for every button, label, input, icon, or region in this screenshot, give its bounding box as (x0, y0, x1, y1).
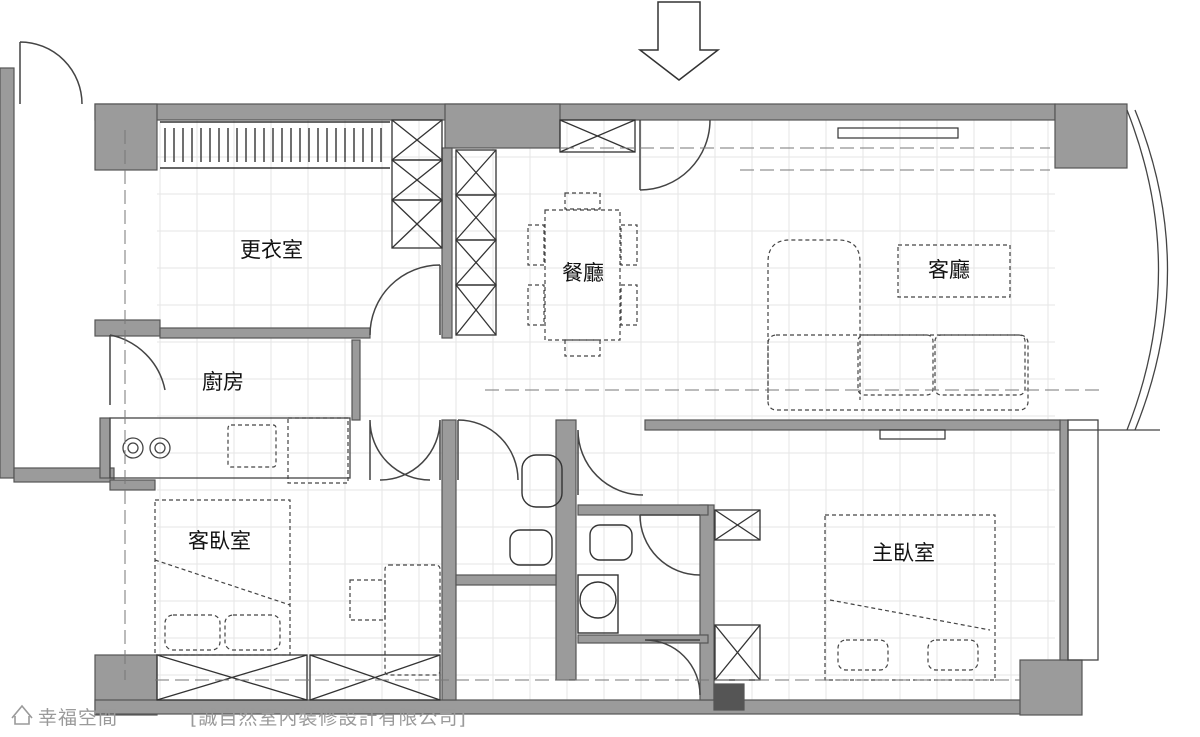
guest-bed (154, 499, 291, 656)
toilet-2 (589, 524, 633, 561)
sink (227, 424, 277, 468)
sofa (767, 334, 1029, 411)
room-label-dining: 餐廳 (562, 261, 604, 285)
cabinets (156, 119, 761, 701)
fridge (287, 417, 349, 484)
washbasin (579, 581, 617, 619)
room-label-guest-bedroom: 客臥室 (188, 529, 251, 553)
master-bed (824, 514, 996, 681)
watermark-brand: 幸福空間 (38, 707, 118, 729)
tv-cabinet (897, 244, 1011, 298)
desk (384, 564, 441, 676)
room-label-living: 客廳 (928, 258, 970, 282)
center-lines (124, 130, 1100, 681)
toilet-1 (521, 454, 563, 508)
walls (0, 67, 1128, 716)
ac-units (837, 127, 959, 440)
kitchen-counter (109, 417, 351, 479)
watermark-company: [誠自然室內裝修設計有限公司] (190, 707, 467, 729)
bathroom-fixtures (509, 454, 633, 634)
arrow-down-icon (637, 1, 721, 81)
door-swings (19, 41, 711, 696)
house-logo-icon (11, 704, 33, 725)
floor-tile-grid (157, 119, 1055, 700)
room-label-master-bedroom: 主臥室 (872, 541, 935, 565)
bay-window (1067, 109, 1169, 661)
armchair (767, 239, 861, 400)
dining-table (544, 209, 621, 341)
watermark: 幸福空間 [誠自然室內裝修設計有限公司] (11, 704, 467, 729)
room-label-kitchen: 廚房 (202, 370, 244, 394)
furniture (154, 192, 1029, 681)
room-label-walk-in-closet: 更衣室 (240, 238, 303, 262)
closet-rod (160, 121, 390, 169)
